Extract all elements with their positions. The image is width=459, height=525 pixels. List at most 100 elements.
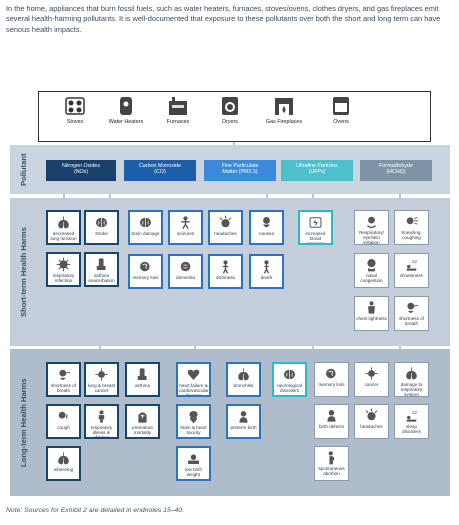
pollutant-abbreviation: (UFPs) — [308, 169, 326, 176]
appliance-label: Stoves — [66, 119, 84, 125]
short-term-dizziness: dizziness — [208, 254, 243, 289]
lungs-icon — [56, 451, 71, 466]
short-term-nasal-congestion: nasal congestion — [354, 253, 389, 288]
short-term-seizures: seizures — [168, 210, 203, 245]
baby-icon — [324, 408, 339, 423]
appliance-gas-fireplaces: Gas Fireplaces — [254, 95, 314, 125]
inhaler-icon — [94, 257, 109, 272]
appliance-stoves: Stoves — [45, 95, 105, 125]
tile-label: asthma — [134, 383, 151, 388]
long-term-asthma: asthma — [125, 362, 160, 397]
headache-icon — [364, 408, 379, 423]
nausea-icon — [259, 215, 274, 230]
tombstone-icon — [135, 409, 150, 424]
long-term-bronchitis: bronchitis — [226, 362, 261, 397]
chest-icon — [364, 300, 379, 315]
tile-label: cough — [57, 425, 70, 430]
cancer-icon — [94, 367, 109, 382]
inhaler-icon — [135, 367, 150, 382]
long-term-shortness-of-breath: shortness of breath — [46, 362, 81, 397]
short-term-increased-blood-pressure: increased blood pressure — [298, 210, 333, 245]
memory-icon — [138, 259, 153, 274]
tile-label: seizures — [176, 231, 195, 236]
scale-icon — [186, 451, 201, 466]
long-term-heart-failure-cardiovascular-disease: heart failure & cardiovascular disease — [176, 362, 211, 397]
short-term-asthma-exacerbation: asthma exacerbation — [84, 252, 119, 287]
long-term-memory-loss: memory loss — [314, 362, 349, 397]
furnace-icon — [167, 95, 189, 117]
svg-text:zz: zz — [412, 260, 418, 265]
appliance-label: Water Heaters — [108, 119, 144, 125]
virus-icon — [56, 257, 71, 272]
brain-icon — [138, 215, 153, 230]
tile-label: brain damage — [131, 231, 160, 236]
tile-label: memory loss — [318, 382, 345, 387]
stove-icon — [64, 95, 86, 117]
dizzy-icon — [218, 259, 233, 274]
short-term-band-title: Short-term Health Harms — [19, 227, 28, 317]
sleep-icon: zz — [404, 257, 419, 272]
dryer-icon — [219, 95, 241, 117]
memory-icon — [324, 366, 339, 381]
tile-label: wheezing — [53, 467, 74, 472]
short-term-death: death — [249, 254, 284, 289]
tile-label: headaches — [360, 424, 383, 429]
short-term-drowsiness: zz drowsiness — [394, 253, 429, 288]
short-term-shortness-of-breath: shortness of breath — [394, 296, 429, 331]
long-term-cough: cough — [46, 404, 81, 439]
tile-label: increased blood pressure — [305, 231, 326, 245]
appliance-label: Gas Fireplaces — [265, 119, 303, 125]
tile-label: cancer — [364, 382, 379, 387]
long-term-preterm-birth: preterm birth — [226, 404, 261, 439]
pollutant-nitrogen-oxides: Nitrogen Oxides(NOx) — [46, 160, 116, 181]
appliance-ovens: Ovens — [311, 95, 371, 125]
tile-label: damage to respiratory system — [400, 382, 423, 397]
tile-label: lung & breast cancer — [87, 383, 116, 394]
long-term-brain-heart-toxicity: brain & heart toxicity — [176, 404, 211, 439]
pollutant-formaldehyde: Formaldehyde(HCHO) — [360, 160, 432, 181]
death-icon — [259, 259, 274, 274]
tile-label: sleep disorders — [402, 424, 421, 435]
pollutant-carbon-monoxide: Carbon Monoxide(CO) — [124, 160, 196, 181]
short-term-headaches: headaches — [208, 210, 243, 245]
pollutant-name: Ultrafine Particles — [296, 163, 338, 169]
tile-label: low birth weight — [184, 467, 203, 478]
appliance-furnaces: Furnaces — [148, 95, 208, 125]
long-term-lung-breast-cancer: lung & breast cancer — [84, 362, 119, 397]
tile-label: shortness of breath — [398, 316, 425, 327]
pollutant-abbreviation: Matter (PM2.5) — [222, 169, 258, 176]
tile-label: heart failure & cardiovascular disease — [179, 383, 209, 397]
tile-label: chest tightness — [356, 316, 387, 321]
long-term-wheezing: wheezing — [46, 446, 81, 481]
intro-paragraph: In the home, appliances that burn fossil… — [6, 4, 441, 34]
appliance-dryers: Dryers — [200, 95, 260, 125]
short-term-sneezing-coughing: Sneezing, coughing — [394, 210, 429, 245]
tile-label: Sneezing, coughing — [401, 230, 422, 241]
tile-label: shortness of breath — [50, 383, 77, 394]
short-term-memory-loss: memory loss — [128, 254, 163, 289]
long-term-damage-to-respiratory-system: damage to respiratory system — [394, 362, 429, 397]
sneeze-icon — [404, 214, 419, 229]
pollutant-abbreviation: (HCHO) — [386, 169, 406, 176]
lungs-icon — [404, 366, 419, 381]
brain-icon — [282, 367, 297, 382]
appliance-label: Dryers — [222, 119, 238, 125]
cough-icon — [56, 409, 71, 424]
lungs-icon — [56, 215, 71, 230]
water-heater-icon — [115, 95, 137, 117]
tile-label: headaches — [214, 231, 237, 236]
appliance-label: Furnaces — [166, 119, 190, 125]
fireplace-icon — [273, 95, 295, 117]
footnote: Note: Sources for Exhibit 2 are detailed… — [6, 507, 184, 514]
tile-label: Respiratory/ eye/skin irritation — [359, 230, 384, 245]
pollutant-abbreviation: (NOx) — [73, 169, 89, 176]
long-term-low-birth-weight: low birth weight — [176, 446, 211, 481]
tile-label: drowsiness — [400, 273, 423, 278]
tile-label: nausea — [258, 231, 275, 236]
pollutant-ultrafine-particles: Ultrafine Particles(UFPs) — [281, 160, 353, 181]
sleep-icon: zz — [404, 408, 419, 423]
tile-label: birth defects — [318, 424, 345, 429]
appliance-water-heaters: Water Heaters — [96, 95, 156, 125]
pollutant-name: Nitrogen Oxides — [62, 163, 100, 169]
